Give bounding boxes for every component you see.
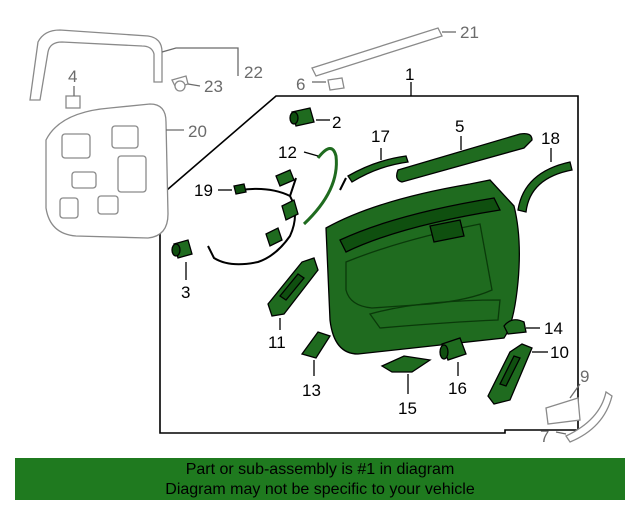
callout-14: 14 [544, 319, 563, 338]
bracket-part[interactable] [545, 397, 581, 425]
lamp-socket[interactable] [171, 239, 193, 259]
window-frame-trim[interactable] [29, 29, 163, 101]
armrest-switch-panel[interactable] [487, 343, 533, 405]
plug-part[interactable] [65, 95, 81, 109]
mounting-bracket[interactable] [300, 331, 331, 359]
callout-labels: 1 2 3 4 5 6 7 9 10 11 12 13 14 15 16 17 … [68, 23, 589, 446]
banner-line-2: Diagram may not be specific to your vehi… [165, 481, 475, 498]
wiring-harness[interactable] [207, 169, 299, 266]
callout-22: 22 [244, 63, 263, 82]
callout-17: 17 [371, 127, 390, 146]
callout-1: 1 [405, 65, 414, 84]
callout-5: 5 [455, 117, 464, 136]
callout-23: 23 [204, 77, 223, 96]
callout-21: 21 [460, 23, 479, 42]
callout-9: 9 [580, 367, 589, 386]
callout-7: 7 [540, 427, 549, 446]
banner-line-1: Part or sub-assembly is #1 in diagram [185, 461, 455, 478]
callout-2: 2 [332, 113, 341, 132]
callout-3: 3 [181, 283, 190, 302]
callout-15: 15 [398, 399, 417, 418]
callout-19: 19 [194, 181, 213, 200]
parts-diagram: 1 2 3 4 5 6 7 9 10 11 12 13 14 15 16 17 … [29, 23, 613, 446]
callout-16: 16 [448, 379, 467, 398]
assembly-frame [159, 95, 579, 434]
callout-4: 4 [68, 67, 77, 86]
callout-13: 13 [302, 381, 321, 400]
speaker-connector[interactable] [289, 107, 315, 127]
leader-lines [73, 31, 581, 435]
armrest-bracket[interactable] [380, 355, 432, 373]
pull-handle-cup[interactable] [439, 337, 467, 361]
cable-loop[interactable] [302, 147, 338, 226]
belt-molding[interactable] [311, 27, 443, 77]
retainer-clip[interactable] [327, 77, 345, 91]
callout-10: 10 [550, 343, 569, 362]
window-switch-bezel[interactable] [267, 257, 319, 317]
callout-6: 6 [296, 75, 305, 94]
callout-18: 18 [541, 129, 560, 148]
door-inner-panel[interactable] [45, 103, 169, 239]
bezel-strip[interactable] [339, 155, 409, 191]
callout-12: 12 [278, 143, 297, 162]
clip-part[interactable] [171, 75, 189, 92]
disclaimer-banner: Part or sub-assembly is #1 in diagram Di… [15, 458, 625, 500]
door-trim-panel[interactable] [325, 179, 520, 355]
side-trim-arm[interactable] [517, 161, 573, 213]
upper-trim-panel[interactable] [396, 132, 533, 183]
trim-strip[interactable] [565, 390, 613, 443]
callout-11: 11 [268, 333, 286, 352]
callout-20: 20 [188, 122, 207, 141]
trim-cap[interactable] [503, 319, 527, 335]
